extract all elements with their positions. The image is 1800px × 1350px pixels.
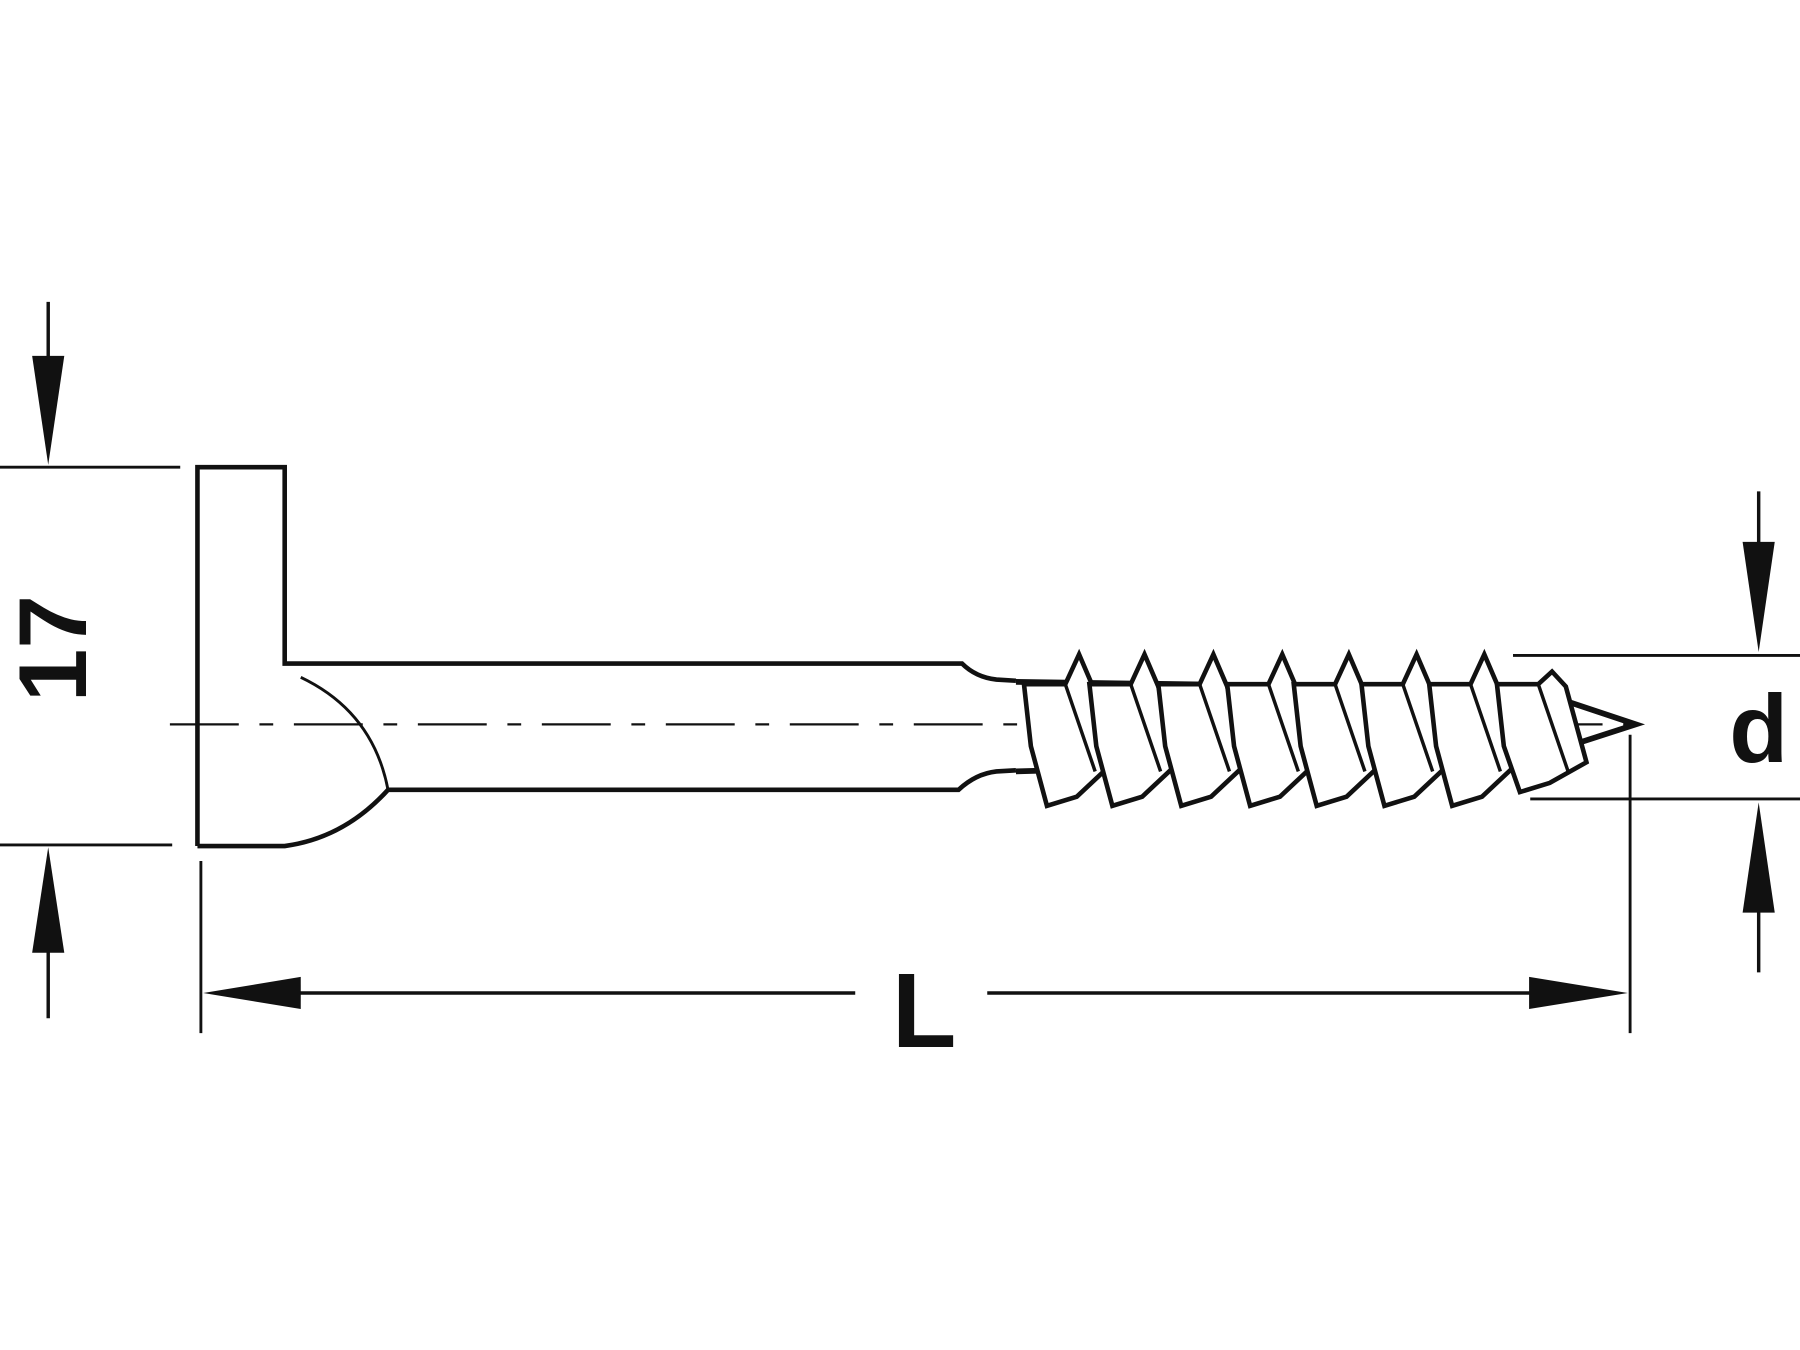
arrowhead-up-icon — [1742, 802, 1775, 913]
label-diameter: d — [1729, 676, 1788, 783]
thread-edge — [1401, 683, 1435, 772]
thread-turn — [1155, 648, 1251, 809]
head-arc — [300, 676, 390, 791]
thread-edge — [1266, 683, 1300, 772]
thread-edge — [1063, 683, 1097, 772]
thread-edge — [1536, 683, 1570, 772]
arrowhead-left-icon — [203, 976, 301, 1010]
arrowhead-down-icon — [1742, 541, 1775, 653]
thread-flanks — [1021, 648, 1590, 809]
arrowhead-up-icon — [32, 847, 65, 953]
label-head-height: 17 — [0, 595, 107, 702]
thread-edge — [1333, 683, 1367, 772]
thread-edge — [1197, 683, 1232, 772]
arrowhead-down-icon — [32, 355, 65, 465]
hook-head — [195, 464, 1017, 849]
label-length: L — [892, 952, 957, 1070]
thread-turn — [1086, 648, 1182, 809]
arrowhead-right-icon — [1529, 976, 1628, 1010]
thread-edge — [1468, 683, 1503, 772]
thread-edge — [1129, 683, 1163, 772]
